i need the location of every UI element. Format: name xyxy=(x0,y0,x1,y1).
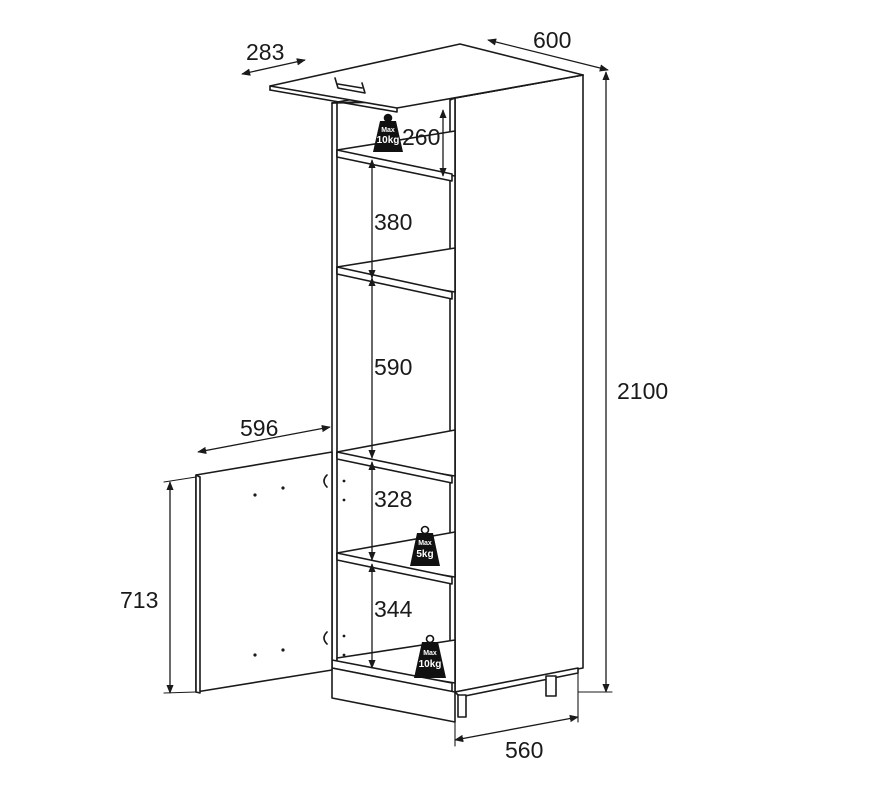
side-hole xyxy=(342,479,346,483)
side-hole xyxy=(342,653,346,657)
dimension-labels: 283 600 2100 596 713 560 260 380 590 328… xyxy=(120,27,668,763)
leg-back-right xyxy=(545,675,557,697)
flap-handle xyxy=(334,77,366,94)
weight-icon xyxy=(373,121,403,152)
weight-ring xyxy=(420,525,430,535)
weight-icon-middle: Max 5kg xyxy=(410,525,440,566)
dim-ext-door-bottom xyxy=(163,691,197,694)
label-gap-2: 380 xyxy=(374,209,412,235)
weight-icon xyxy=(410,533,440,566)
label-top-width: 600 xyxy=(533,27,571,53)
weight-max-label: Max xyxy=(418,540,432,547)
right-side-panel xyxy=(454,74,584,693)
label-total-height: 2100 xyxy=(617,378,668,404)
weight-max-label: Max xyxy=(423,650,437,657)
label-door-width: 596 xyxy=(240,415,278,441)
weight-ring xyxy=(425,634,435,644)
hinge-top xyxy=(323,474,328,488)
label-gap-3: 590 xyxy=(374,354,412,380)
leg-front-right xyxy=(457,694,467,718)
shelf-2-front xyxy=(336,266,453,300)
cabinet-door xyxy=(195,451,346,694)
weight-ring xyxy=(383,113,393,123)
label-top-depth: 283 xyxy=(246,39,284,65)
label-base-width: 560 xyxy=(505,737,543,763)
door-edge xyxy=(195,474,201,694)
dim-ext-door-top xyxy=(163,476,197,483)
label-gap-4: 328 xyxy=(374,486,412,512)
label-door-height: 713 xyxy=(120,587,158,613)
dim-line-top-depth xyxy=(241,58,306,76)
door-hole xyxy=(253,653,257,657)
shelf-3-front xyxy=(336,451,453,484)
door-hole xyxy=(281,648,285,652)
shelf-4-front xyxy=(336,552,453,585)
label-gap-1: 260 xyxy=(402,124,440,150)
right-panel-front-edge xyxy=(449,97,456,695)
side-hole xyxy=(342,498,346,502)
weight-max-label: Max xyxy=(381,127,395,134)
dim-line-door-width xyxy=(197,424,331,455)
weight-load-label: 5kg xyxy=(416,549,433,560)
weight-load-label: 10kg xyxy=(377,135,400,146)
weight-load-label: 10kg xyxy=(419,659,442,670)
door-hole xyxy=(253,493,257,497)
weight-icon-top: Max 10kg xyxy=(373,113,403,152)
dimension-lines xyxy=(163,38,613,747)
weight-icon-bottom: Max 10kg xyxy=(414,634,446,678)
dim-line-top-width xyxy=(487,38,609,72)
label-gap-5: 344 xyxy=(374,596,413,622)
weight-icon xyxy=(414,642,446,678)
hinge-bottom xyxy=(323,631,328,645)
top-flap-bottom-edge xyxy=(269,89,398,113)
door-hole xyxy=(281,486,285,490)
door-panel xyxy=(195,451,333,693)
dim-line-base-width xyxy=(454,714,579,743)
shelf-1-front xyxy=(336,149,453,182)
side-hole xyxy=(342,634,346,638)
